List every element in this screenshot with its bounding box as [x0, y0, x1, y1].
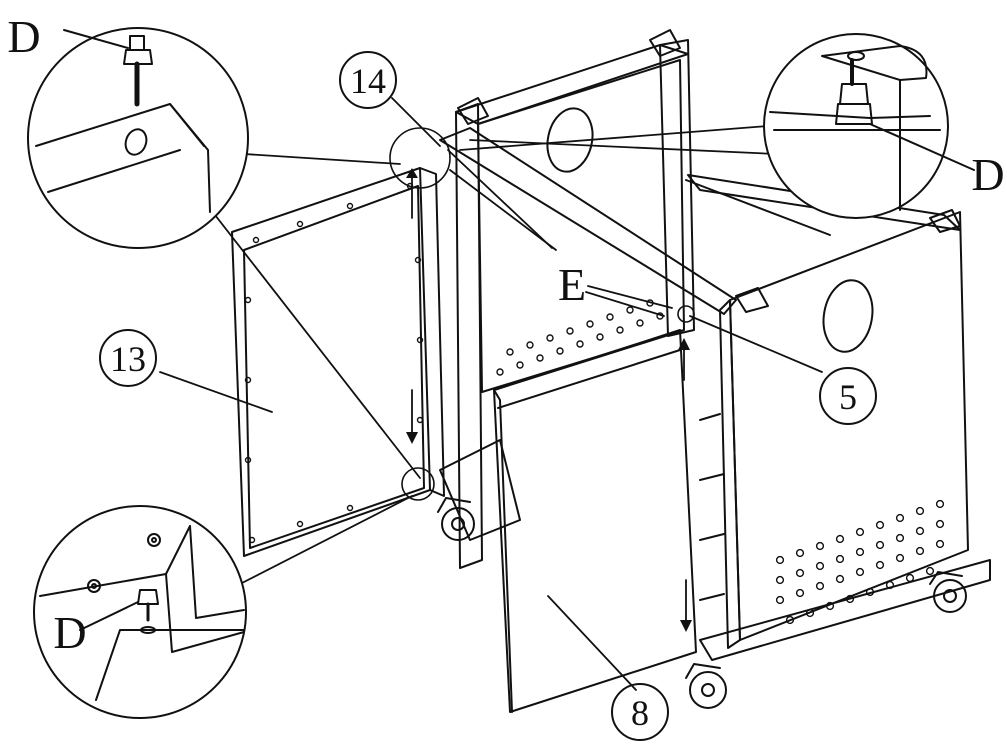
base-frame [439, 439, 991, 661]
caster-front [685, 663, 727, 709]
right-side-panel [685, 179, 969, 649]
door-screws [244, 182, 424, 544]
callout-circle-5 [819, 367, 877, 425]
label-part-13: 13 [110, 339, 146, 379]
label-detail-d-bottom-left: D [53, 607, 86, 658]
label-part-8: 8 [631, 693, 649, 733]
caster-left [437, 497, 475, 541]
label-part-5: 5 [839, 377, 857, 417]
hinge-highlight-bottom [401, 467, 435, 501]
back-panel [477, 59, 685, 393]
detail-circle-top-left [27, 27, 249, 249]
caster-right [929, 571, 967, 613]
hinge-highlight-front [677, 305, 695, 323]
front-door-8 [493, 329, 697, 713]
detail-circle-bottom-left [33, 505, 247, 719]
perforation-back [496, 299, 664, 376]
label-part-14: 14 [350, 61, 386, 101]
callout-circle-13 [99, 329, 157, 387]
label-fastener-e: E [558, 259, 586, 310]
detail-circle-top-right [763, 33, 975, 219]
left-door-13 [231, 167, 445, 557]
hinge-highlight-top [389, 127, 451, 189]
perforation-right [775, 499, 945, 625]
callout-circle-14 [339, 51, 397, 109]
label-detail-d-top-left: D [7, 11, 40, 62]
callout-circle-8 [611, 683, 669, 741]
casters [437, 497, 967, 709]
leader-lines [159, 97, 823, 691]
label-detail-d-top-right: D [971, 149, 1004, 200]
